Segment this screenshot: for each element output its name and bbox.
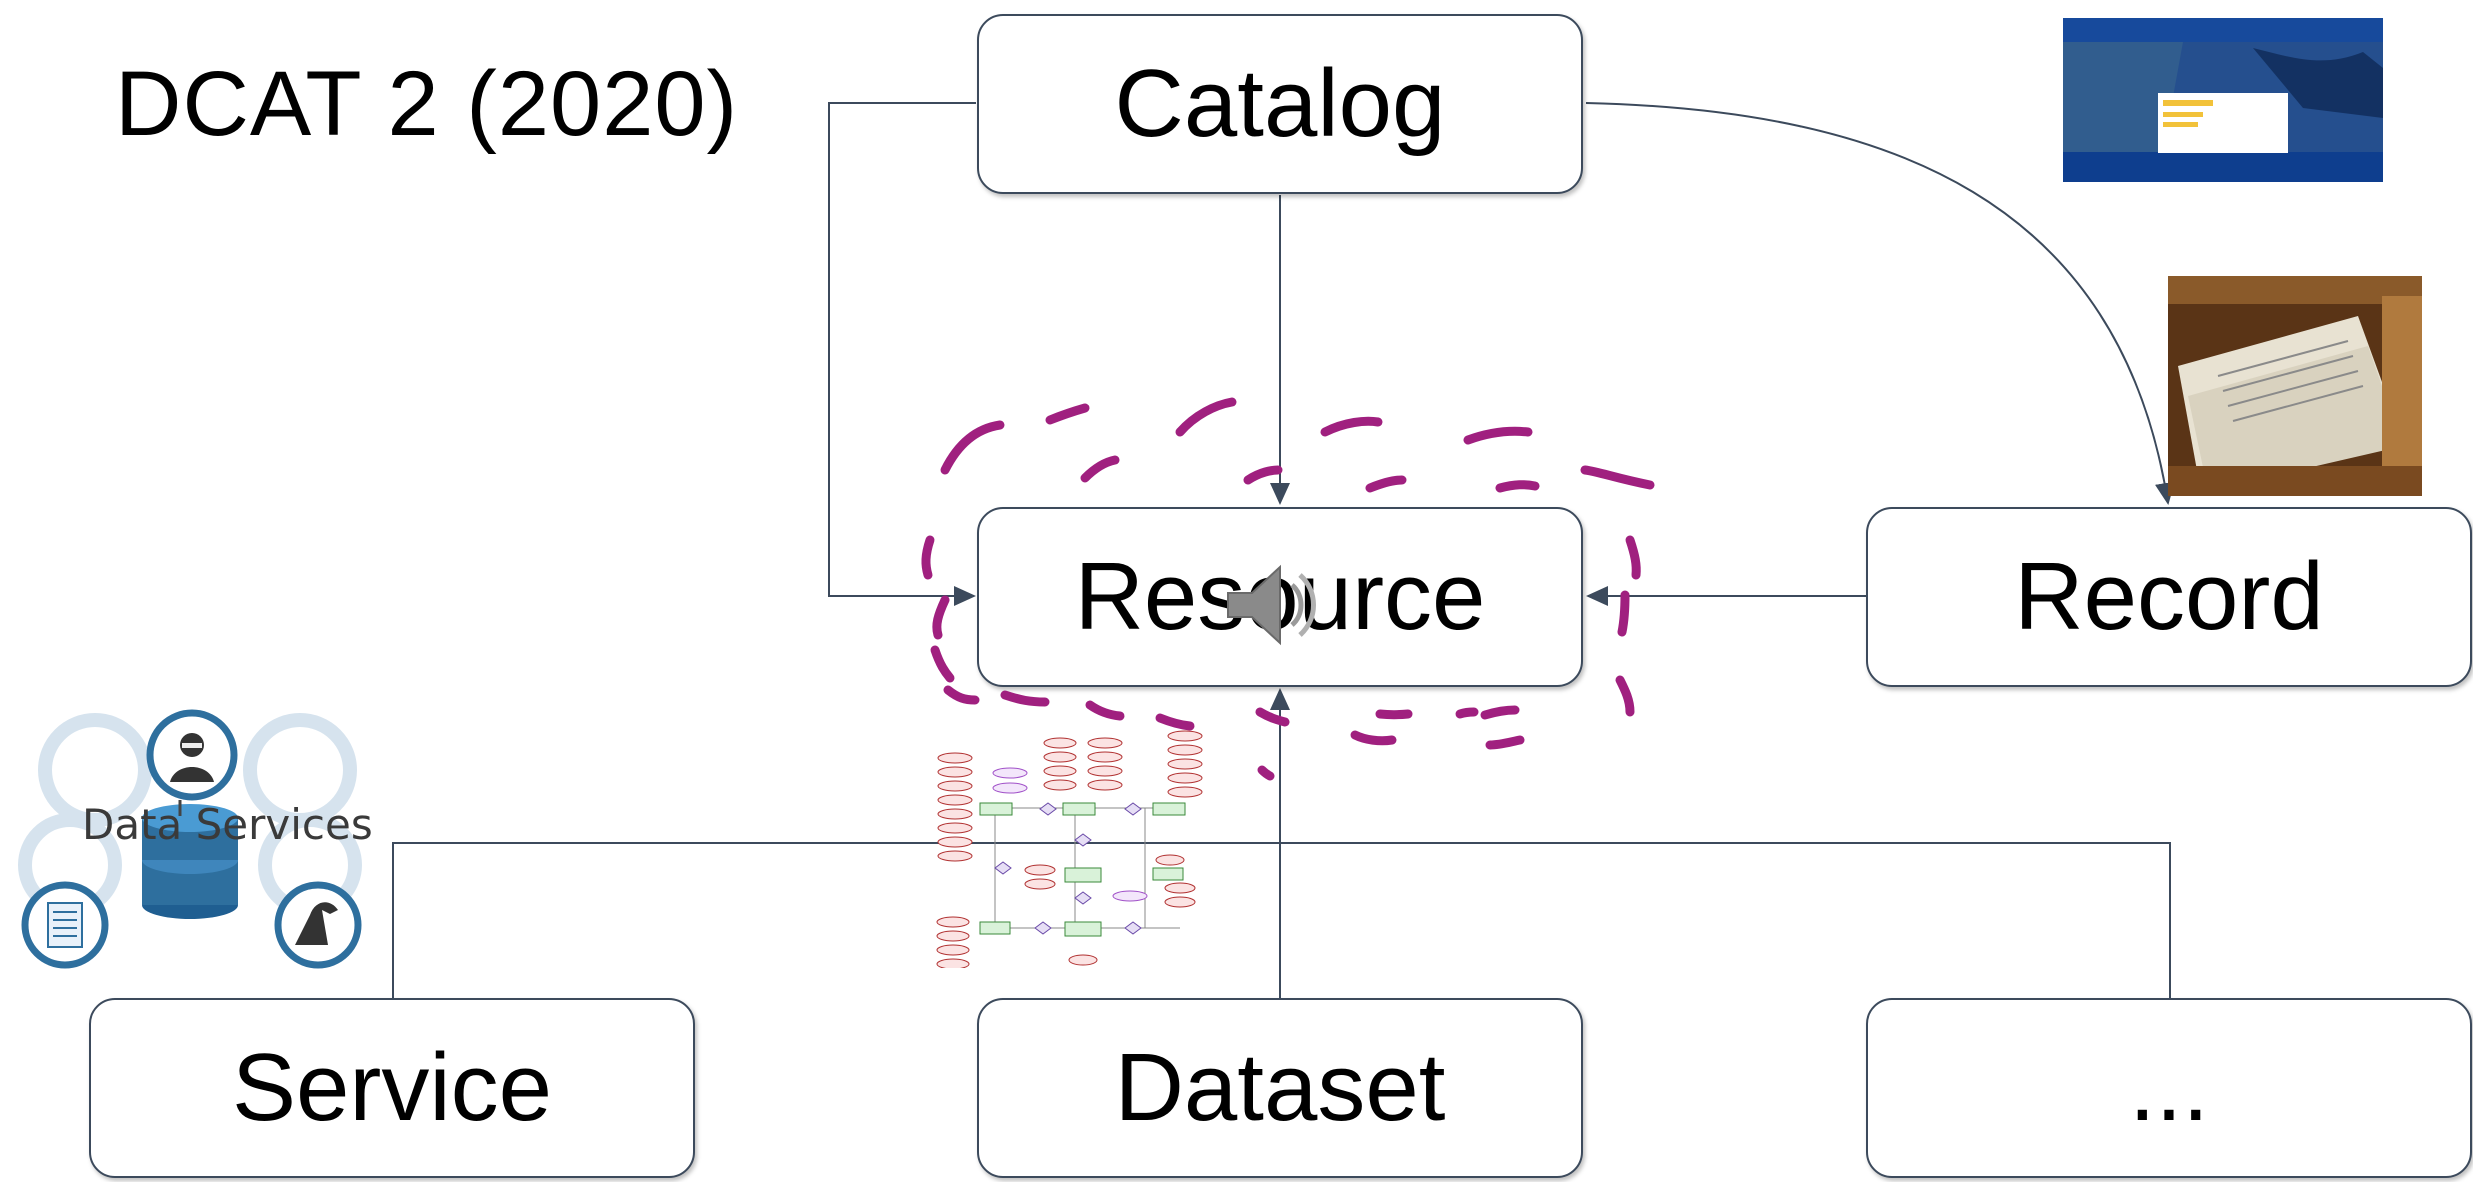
- dataset-box: Dataset: [977, 998, 1583, 1178]
- service-bracket-connector: [392, 842, 1280, 998]
- catalog-to-resource-left-connector: [828, 102, 976, 606]
- more-box: ...: [1866, 998, 2472, 1178]
- goat-icon: [274, 881, 362, 969]
- data-services-logo: Data Services: [10, 700, 373, 970]
- service-box: Service: [89, 998, 695, 1178]
- catalog-box: Catalog: [977, 14, 1583, 194]
- record-box: Record: [1866, 507, 2472, 687]
- database-icon: [142, 804, 238, 919]
- er-diagram-thumbnail: [935, 728, 1210, 968]
- binary-document-icon: [21, 881, 109, 969]
- web-catalogue-thumbnail: [2063, 8, 2383, 182]
- speaker-icon[interactable]: [1218, 555, 1328, 655]
- more-bracket-connector: [1280, 842, 2171, 998]
- slide-title: DCAT 2 (2020): [115, 53, 739, 155]
- card-catalog-photo: [2168, 276, 2422, 496]
- catalog-to-record-connector: [1585, 102, 2175, 505]
- data-services-text: Data Services: [82, 800, 373, 849]
- analyst-icon: [146, 709, 238, 801]
